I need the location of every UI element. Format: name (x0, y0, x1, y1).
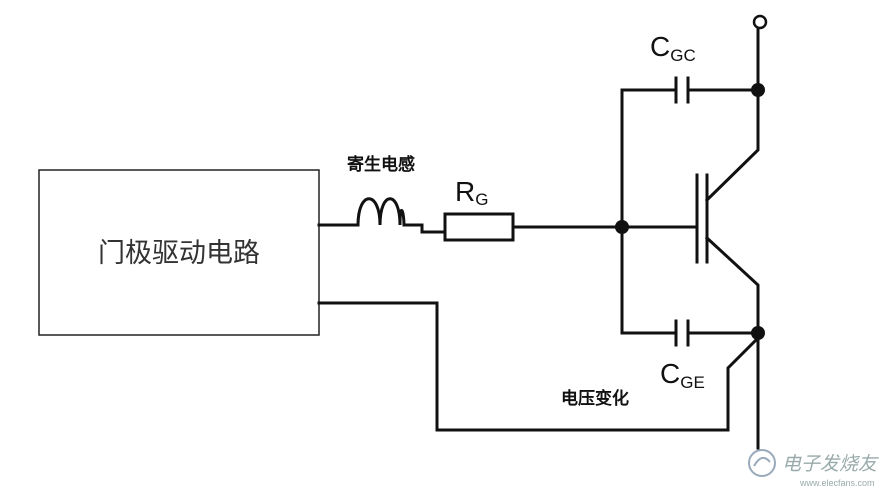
cgc-label: CGC (650, 31, 696, 65)
watermark: 电子发烧友 www.elecfans.com (748, 449, 879, 488)
collector-terminal (752, 14, 768, 30)
watermark-text: 电子发烧友 (782, 453, 879, 475)
gate-driver-box (38, 169, 320, 336)
cge-sub: GE (680, 373, 705, 392)
parasitic-inductance-label: 寄生电感 (347, 154, 415, 175)
cge-main: C (660, 358, 680, 389)
igbt-collector-leg (704, 88, 760, 203)
cge-label: CGE (660, 358, 705, 392)
return-wire (317, 301, 761, 432)
gate-resistor-label: RG (455, 176, 488, 209)
gate-resistor-main: R (455, 176, 475, 207)
watermark-url: www.elecfans.com (799, 478, 875, 488)
igbt-emitter-leg (704, 235, 760, 335)
gate-resistor (443, 212, 515, 242)
cgc-sub: GC (670, 46, 696, 65)
gate-driver-label: 门极驱动电路 (98, 238, 260, 269)
watermark-logo-mark (753, 456, 771, 467)
cgc-main: C (650, 31, 670, 62)
gate-resistor-sub: G (475, 190, 488, 209)
parasitic-inductor (356, 197, 447, 234)
voltage-change-label: 电压变化 (561, 388, 629, 409)
watermark-logo-icon (748, 449, 776, 477)
